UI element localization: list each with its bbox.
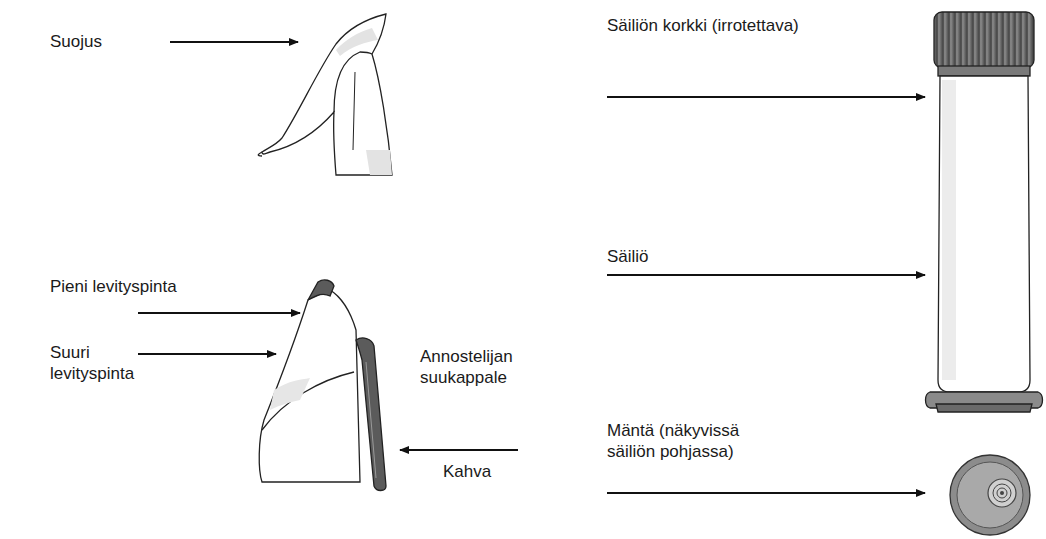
part-label: Säiliön korkki (irrotettava) [607,15,827,36]
part-label: Suojus [50,31,180,52]
part-label: Kahva [443,461,543,482]
part-label: Mäntä (näkyvissä säiliön pohjassa) [607,420,792,462]
protective-cap [258,14,392,175]
leader-arrows [138,42,925,493]
part-label: Annostelijan suukappale [420,346,540,388]
piston-view [950,455,1030,535]
canister [926,12,1043,412]
part-label: Suuri levityspinta [50,342,145,384]
mouthpiece-actuator [259,280,386,491]
part-label: Säiliö [607,246,807,267]
part-label: Pieni levityspinta [50,276,300,297]
